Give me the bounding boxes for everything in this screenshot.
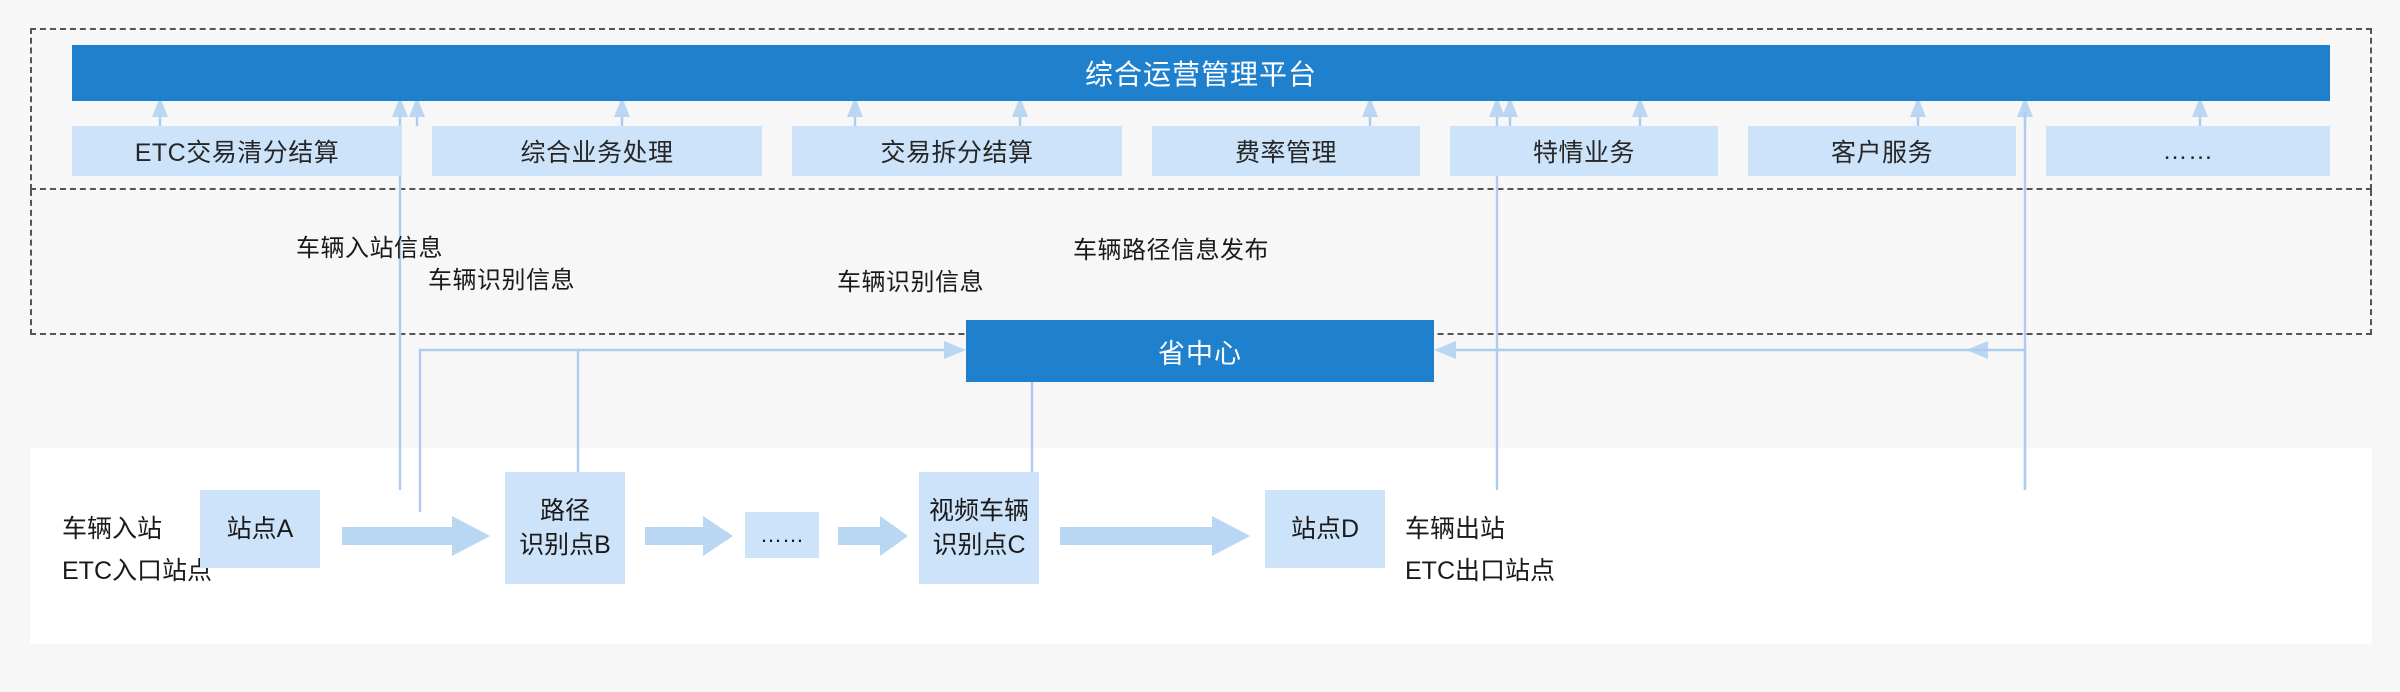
capability-label: 客户服务 bbox=[1830, 139, 1933, 167]
caption-line-2: ETC入口站点 bbox=[62, 557, 213, 585]
caption-line-2: ETC出口站点 bbox=[1405, 557, 1556, 585]
node-line-2: 识别点B bbox=[519, 531, 611, 559]
capability-box-transaction-split[interactable]: 交易拆分结算 bbox=[792, 126, 1122, 176]
capability-box-integrated-business[interactable]: 综合业务处理 bbox=[432, 126, 762, 176]
flow-arrow-a-to-b bbox=[342, 516, 490, 556]
node-line-1: …… bbox=[760, 521, 804, 547]
flow-node-video-point-c[interactable]: 视频车辆 识别点C bbox=[919, 472, 1039, 584]
node-line-1: 视频车辆 bbox=[928, 496, 1029, 525]
capability-box-rate-management[interactable]: 费率管理 bbox=[1152, 126, 1420, 176]
connector-label-vehicle-ident-right: 车辆识别信息 bbox=[837, 269, 984, 296]
capability-box-etc-clearing[interactable]: ETC交易清分结算 bbox=[72, 126, 402, 176]
flow-node-ellipsis[interactable]: …… bbox=[745, 512, 819, 558]
capability-box-more[interactable]: …… bbox=[2046, 126, 2330, 176]
connector-label-vehicle-entry: 车辆入站信息 bbox=[296, 235, 443, 262]
capability-label: ETC交易清分结算 bbox=[134, 139, 340, 167]
platform-title-bar: 综合运营管理平台 bbox=[72, 45, 2330, 101]
capability-label: 综合业务处理 bbox=[520, 139, 674, 167]
capability-box-special-business[interactable]: 特情业务 bbox=[1450, 126, 1718, 176]
node-line-1: 站点D bbox=[1290, 514, 1360, 543]
flow-arrow-c-to-d bbox=[1060, 516, 1250, 556]
node-line-1: 站点A bbox=[226, 514, 294, 543]
flow-arrow-ellipsis-to-c bbox=[838, 516, 908, 556]
flow-node-station-d[interactable]: 站点D bbox=[1265, 490, 1385, 568]
caption-line-1: 车辆出站 bbox=[1405, 515, 1506, 543]
capability-box-customer-service[interactable]: 客户服务 bbox=[1748, 126, 2016, 176]
province-center-box: 省中心 bbox=[966, 320, 1434, 382]
capability-label: 费率管理 bbox=[1234, 139, 1337, 167]
capability-label: 特情业务 bbox=[1532, 139, 1635, 167]
flow-node-path-point-b[interactable]: 路径 识别点B bbox=[505, 472, 625, 584]
node-line-1: 路径 bbox=[539, 496, 590, 525]
platform-title-text: 综合运营管理平台 bbox=[1084, 59, 1317, 90]
flow-arrow-b-to-ellipsis bbox=[645, 516, 733, 556]
connector-label-vehicle-ident-left: 车辆识别信息 bbox=[428, 267, 575, 294]
caption-vehicle-exit: 车辆出站 ETC出口站点 bbox=[1405, 508, 1555, 592]
capability-label: …… bbox=[2162, 136, 2214, 165]
node-line-2: 识别点C bbox=[932, 531, 1026, 559]
connector-label-route-publish: 车辆路径信息发布 bbox=[1073, 237, 1269, 264]
capability-label: 交易拆分结算 bbox=[880, 139, 1034, 167]
caption-vehicle-entry: 车辆入站 ETC入口站点 bbox=[62, 508, 212, 592]
flow-node-station-a[interactable]: 站点A bbox=[200, 490, 320, 568]
province-center-text: 省中心 bbox=[1158, 338, 1242, 369]
platform-group-boundary bbox=[30, 28, 2372, 190]
caption-line-1: 车辆入站 bbox=[62, 515, 163, 543]
